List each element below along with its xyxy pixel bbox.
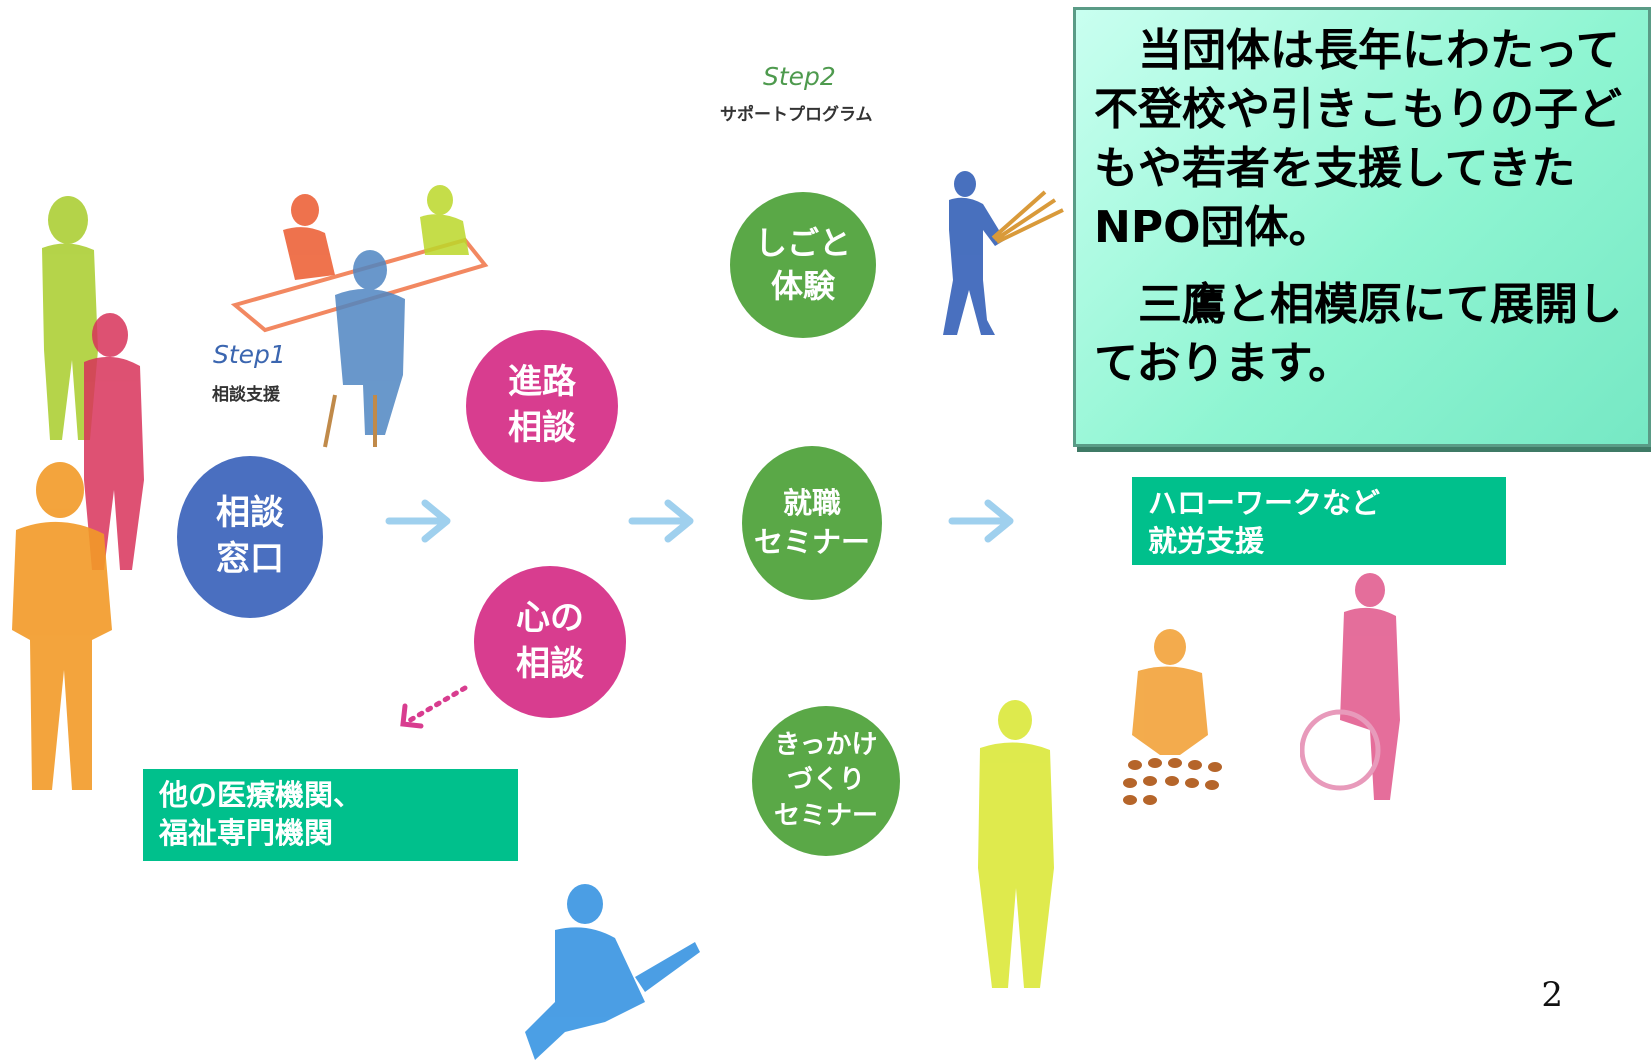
person-cook-illustration xyxy=(1123,629,1222,805)
step1-subtitle: 相談支援 xyxy=(212,385,280,405)
person-lime-seated xyxy=(420,185,469,255)
arrow-right-icon xyxy=(628,499,694,543)
person-orange-seated xyxy=(283,194,335,280)
person-red-figure xyxy=(84,313,144,570)
box-hellowork: ハローワークなど 就労支援 xyxy=(1132,477,1506,565)
step2-subtitle: サポートプログラム xyxy=(720,105,873,125)
circle-kokoro-soudan: 心の 相談 xyxy=(474,566,626,718)
person-laptop-illustration xyxy=(525,884,700,1060)
person-farmer-illustration xyxy=(943,171,1064,335)
arrow-right-icon xyxy=(948,499,1014,543)
description-callout: 当団体は長年にわたって不登校や引きこもりの子どもや若者を支援してきたNPO団体。… xyxy=(1073,7,1651,447)
person-apron-illustration xyxy=(978,700,1054,988)
person-blue-seated xyxy=(335,250,405,435)
people-silhouettes-left xyxy=(12,196,144,790)
person-wheelchair-illustration xyxy=(1300,573,1400,800)
step2-title: Step2 xyxy=(763,62,836,91)
person-orange-figure xyxy=(12,462,112,790)
circle-shinro-soudan: 進路 相談 xyxy=(466,330,618,482)
dotted-arrow-icon xyxy=(400,685,468,729)
table-scene-illustration xyxy=(230,185,489,448)
circle-kikkake-seminar: きっかけ づくり セミナー xyxy=(752,706,900,856)
page-number: 2 xyxy=(1541,975,1563,1015)
callout-paragraph-1: 当団体は長年にわたって不登校や引きこもりの子どもや若者を支援してきたNPO団体。 xyxy=(1094,25,1622,253)
box-other-institutions: 他の医療機関、 福祉専門機関 xyxy=(143,769,518,861)
circle-soudan-madoguchi: 相談 窓口 xyxy=(177,456,323,618)
arrow-right-icon xyxy=(385,499,451,543)
circle-shushoku-seminar: 就職 セミナー xyxy=(742,446,882,600)
callout-paragraph-2: 三鷹と相模原にて展開しております。 xyxy=(1094,278,1622,389)
step1-title: Step1 xyxy=(213,340,286,369)
circle-shigoto-taiken: しごと 体験 xyxy=(730,192,876,338)
